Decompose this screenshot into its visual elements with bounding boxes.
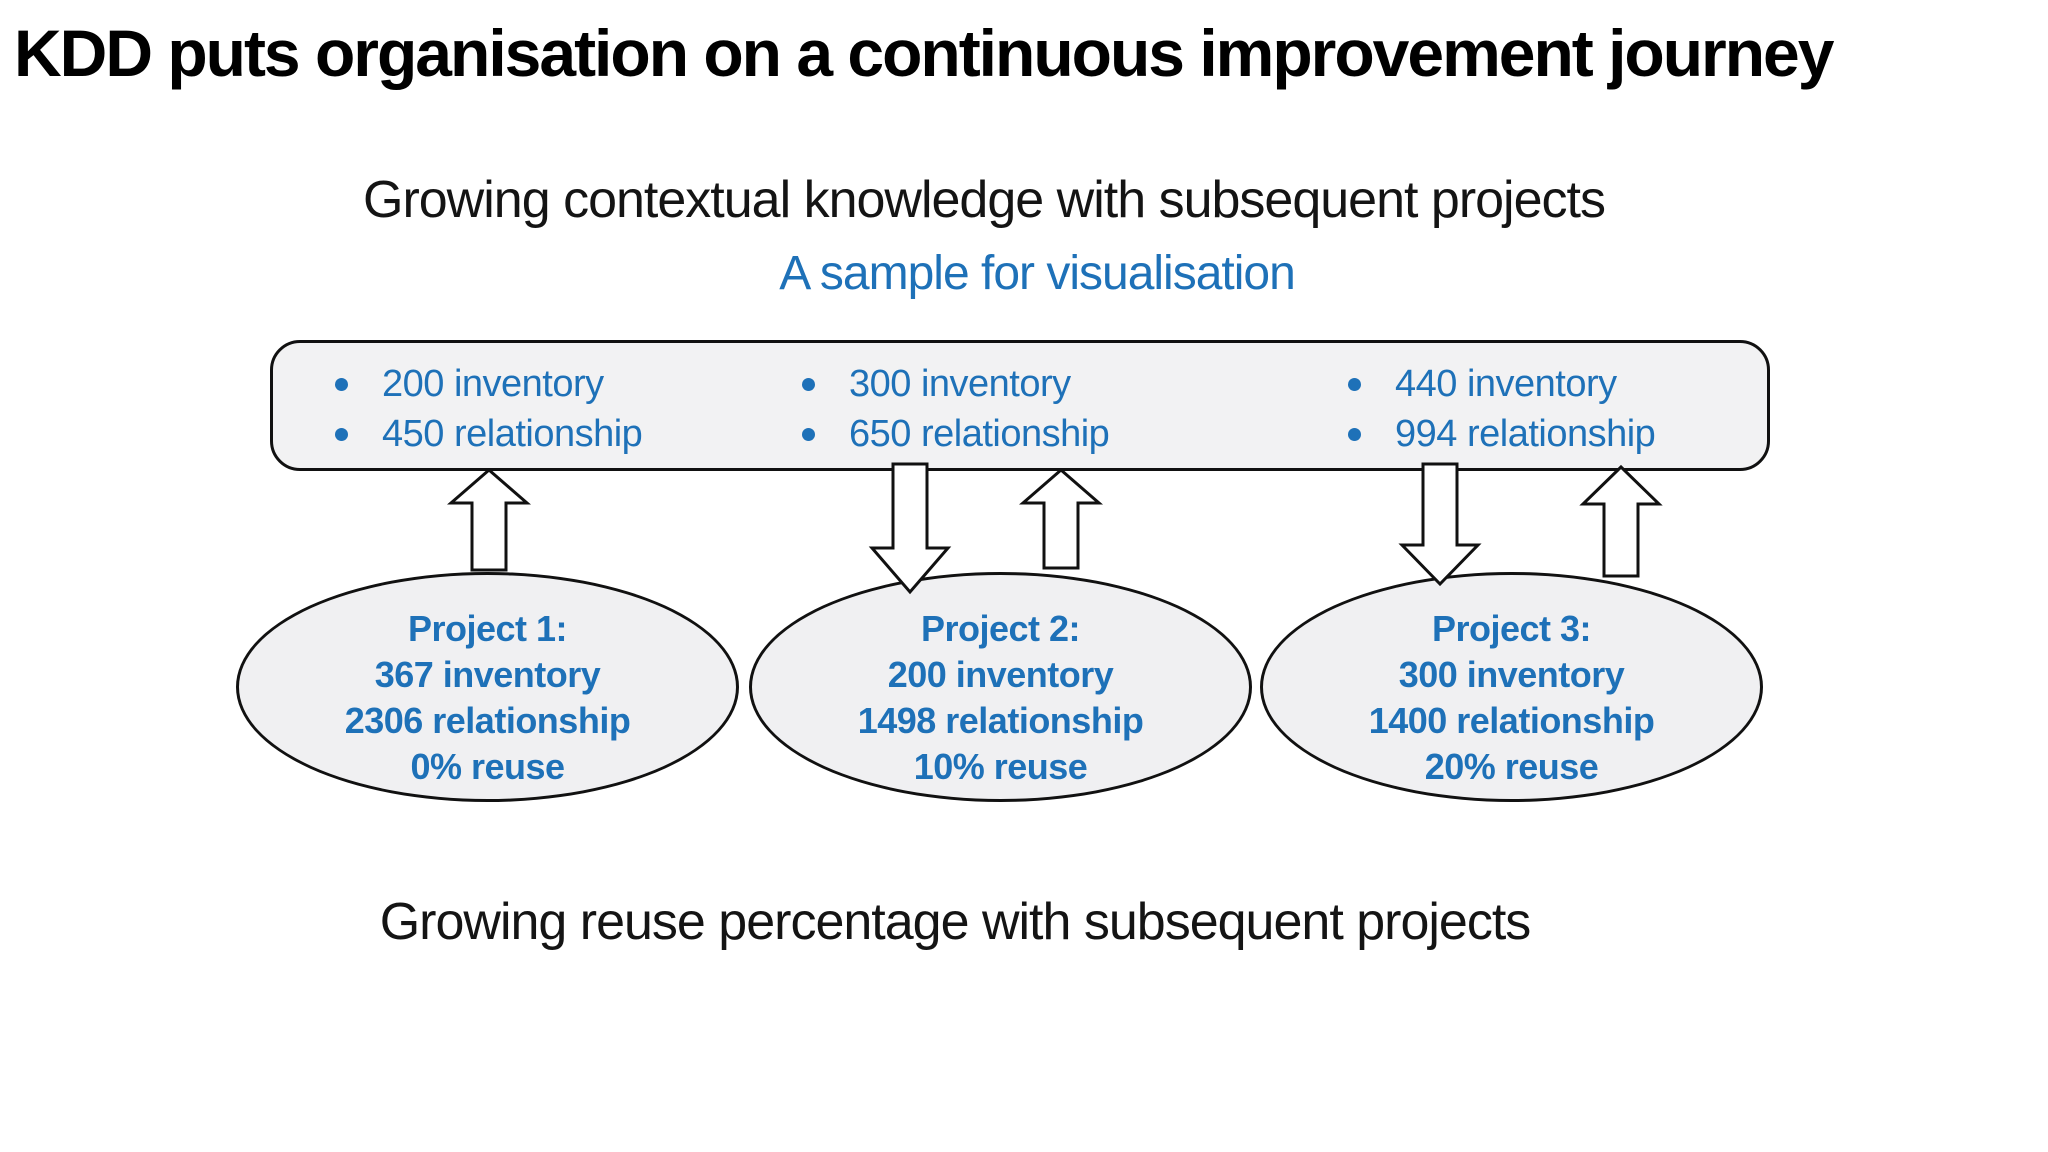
project-2-inventory: 200 inventory — [887, 654, 1114, 695]
up-arrow-project1-icon — [446, 468, 532, 572]
project-1-relationship: 2306 relationship — [344, 700, 631, 741]
project-2-relationship: 1498 relationship — [857, 700, 1144, 741]
bullet-text: 300 inventory — [849, 362, 1071, 405]
project-2-ellipse: Project 2: 200 inventory 1498 relationsh… — [749, 572, 1252, 802]
slide-title: KDD puts organisation on a continuous im… — [14, 16, 1834, 90]
panel-column-2: 300 inventory 650 relationship — [802, 359, 1110, 459]
project-3-inventory: 300 inventory — [1398, 654, 1625, 695]
project-3-reuse: 20% reuse — [1424, 746, 1599, 787]
heading-sample-visualisation: A sample for visualisation — [779, 247, 1296, 300]
panel-column-3: 440 inventory 994 relationship — [1348, 359, 1656, 459]
project-1-ellipse: Project 1: 367 inventory 2306 relationsh… — [236, 572, 739, 802]
heading-growing-knowledge: Growing contextual knowledge with subseq… — [363, 171, 1606, 229]
bullet-dot-icon — [1348, 377, 1361, 391]
bullet-dot-icon — [1348, 427, 1361, 441]
project-3-ellipse: Project 3: 300 inventory 1400 relationsh… — [1260, 572, 1763, 802]
bullet-dot-icon — [802, 427, 815, 441]
bullet-text: 440 inventory — [1395, 362, 1617, 405]
project-3-title: Project 3: — [1431, 608, 1592, 649]
project-1-title: Project 1: — [407, 608, 568, 649]
bullet-item: 300 inventory — [802, 359, 1109, 409]
bullet-dot-icon — [802, 377, 815, 391]
project-2-title: Project 2: — [920, 608, 1081, 649]
up-arrow-project2-icon — [1018, 468, 1104, 570]
bullet-text: 200 inventory — [382, 362, 604, 405]
caption-growing-reuse: Growing reuse percentage with subsequent… — [379, 893, 1532, 951]
down-arrow-project2-icon — [868, 462, 952, 595]
down-arrow-project3-icon — [1398, 462, 1482, 587]
panel-column-1: 200 inventory 450 relationship — [335, 359, 643, 459]
project-1-reuse: 0% reuse — [410, 746, 565, 787]
bullet-text: 650 relationship — [849, 412, 1110, 455]
project-2-reuse: 10% reuse — [913, 746, 1088, 787]
knowledge-panel: 200 inventory 450 relationship 300 inven… — [270, 340, 1770, 471]
up-arrow-project3-icon — [1579, 464, 1663, 578]
bullet-text: 994 relationship — [1395, 412, 1656, 455]
bullet-item: 440 inventory — [1348, 359, 1655, 409]
bullet-item: 200 inventory — [335, 359, 642, 409]
bullet-item: 450 relationship — [335, 409, 643, 459]
project-3-relationship: 1400 relationship — [1368, 700, 1655, 741]
bullet-item: 994 relationship — [1348, 409, 1656, 459]
project-1-inventory: 367 inventory — [374, 654, 601, 695]
bullet-item: 650 relationship — [802, 409, 1110, 459]
bullet-dot-icon — [335, 427, 348, 441]
bullet-dot-icon — [335, 377, 348, 391]
bullet-text: 450 relationship — [382, 412, 643, 455]
